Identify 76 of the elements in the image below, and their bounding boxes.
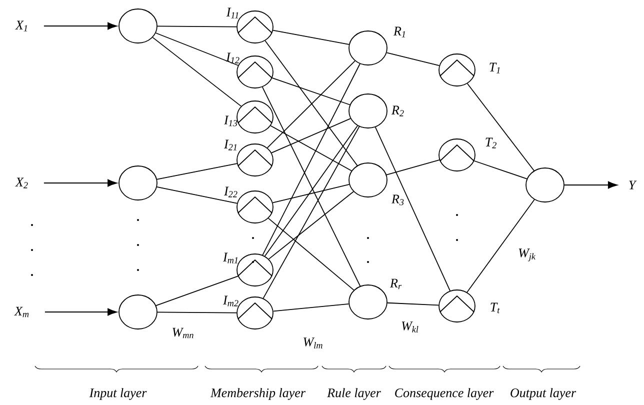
membership-neuron	[236, 190, 274, 224]
neuron-label: R$_{2}$	[391, 106, 404, 116]
weight-label: W$_{jk}$	[518, 248, 536, 262]
arrow	[564, 181, 618, 189]
variable-label: X$_{m}$	[14, 306, 29, 318]
neuron-circle	[348, 30, 388, 66]
layer-label: Rule layer	[327, 388, 381, 400]
connection-line	[466, 83, 534, 172]
neuron-circle	[348, 94, 388, 128]
neuron-label: I$_{22}$	[224, 186, 238, 198]
arrow	[44, 22, 118, 30]
connection-line	[386, 160, 440, 176]
connection-line	[268, 191, 354, 260]
variable-label: X$_{1}$	[15, 20, 28, 32]
connection-line	[272, 78, 350, 106]
connection-line	[264, 125, 358, 257]
membership-neuron	[236, 296, 274, 330]
connection-line	[272, 303, 350, 312]
membership-neuron	[236, 254, 274, 286]
weight-label: W$_{mn}$	[172, 328, 194, 338]
membership-neuron	[438, 138, 476, 172]
neuron-label: I$_{21}$	[224, 140, 236, 150]
neuron-circle	[348, 284, 388, 320]
neuron-label: T$_{t}$	[490, 302, 500, 314]
neuron-circle	[118, 8, 158, 44]
connection-line	[474, 160, 528, 180]
connection-line	[386, 52, 440, 66]
connection-line	[156, 186, 238, 204]
neuron-label: T$_{2}$	[486, 138, 496, 148]
neuron-label: I$_{13}$	[224, 116, 238, 126]
membership-neuron	[438, 54, 476, 86]
membership-neuron	[236, 144, 274, 176]
neuron-label: I$_{m2}$	[222, 296, 238, 306]
neuron-label: R$_{r}$	[390, 278, 402, 290]
connection-line	[157, 26, 237, 28]
membership-neuron	[236, 10, 274, 44]
connection-line	[272, 30, 350, 45]
connection-line	[374, 126, 450, 292]
neuron-label: T$_{1}$	[490, 62, 500, 74]
neuron-circle	[526, 168, 564, 202]
neuron-circle	[118, 166, 158, 200]
neuron-circle	[348, 162, 388, 198]
connection-line	[264, 40, 358, 166]
connection-line	[271, 118, 351, 154]
arrow	[44, 179, 118, 187]
connection-line	[466, 199, 535, 293]
connection-line	[272, 184, 350, 204]
layer-label: Output layer	[510, 388, 576, 400]
neuron-circle	[118, 294, 158, 330]
neuron-label: R$_{3}$	[391, 194, 404, 206]
connection-line	[262, 126, 360, 299]
neuron-label: R$_{1}$	[393, 26, 406, 38]
arrow	[44, 308, 118, 316]
connection-line	[156, 276, 238, 306]
connection-line	[262, 63, 360, 256]
connection-line	[262, 86, 361, 286]
connection-line	[155, 32, 239, 66]
connection-line	[270, 125, 352, 172]
weight-label: W$_{kl}$	[402, 322, 418, 332]
connection-line	[157, 312, 237, 314]
connection-line	[152, 36, 242, 107]
connection-line	[156, 163, 238, 180]
layer-label: Membership layer	[210, 388, 306, 400]
layer-label: Consequence layer	[395, 388, 494, 400]
variable-label: X$_{2}$	[15, 178, 28, 188]
connection-line	[266, 60, 356, 148]
connection-line	[268, 218, 354, 291]
neuron-label: I$_{m1}$	[222, 252, 238, 264]
membership-neuron	[236, 100, 274, 134]
neuron-label: I$_{12}$	[226, 52, 240, 64]
neuron-label: I$_{11}$	[226, 8, 238, 18]
membership-neuron	[438, 290, 476, 322]
variable-label: Y	[629, 180, 637, 190]
weight-label: W$_{lm}$	[304, 338, 322, 348]
layer-label: Input layer	[89, 388, 147, 400]
connection-line	[386, 302, 440, 306]
